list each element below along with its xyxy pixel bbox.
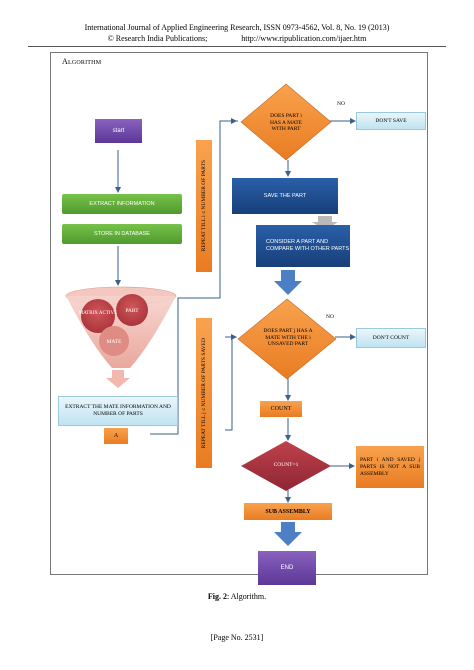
decision-3-shape: [241, 441, 331, 491]
extract-mate-node: EXTRACT THE MATE INFORMATION AND NUMBER …: [58, 396, 178, 426]
funnel-down-arrow: [106, 370, 130, 388]
caption-number: Fig. 2: [207, 592, 227, 601]
store-database-node: STORE IN DATABASE: [62, 224, 182, 244]
figure-frame: [50, 52, 428, 575]
venn-left-circle: [81, 299, 115, 333]
journal-header-line1: International Journal of Applied Enginee…: [84, 23, 390, 32]
dont-count-node: DON'T COUNT: [356, 328, 426, 348]
venn-bottom-label: MATE: [107, 339, 123, 345]
venn-right-label: PART: [125, 308, 139, 314]
sub-assembly-node: SUB ASSEMBLY: [244, 503, 332, 520]
caption-text: : Algorithm.: [226, 592, 267, 601]
end-node: END: [258, 551, 316, 585]
page-number: [Page No. 2531]: [210, 633, 264, 642]
consider-part-node: CONSIDER A PART AND COMPARE WITH OTHER P…: [256, 225, 350, 267]
connector-a-node: A: [104, 428, 128, 444]
decision-1-shape: [240, 83, 332, 161]
not-sub-assembly-node: PART i AND SAVED j PARTS IS NOT A SUB AS…: [356, 446, 424, 488]
decision-2-label: DOES PART j HAS A MATE WITH THE i UNSAVE…: [263, 328, 313, 348]
decision-2-shape: [237, 298, 337, 380]
journal-header-line2: © Research India Publications; http://ww…: [107, 34, 367, 43]
venn-left-label: MATRIX ACTIVE: [79, 311, 117, 316]
venn-right-circle: [116, 294, 148, 326]
loop-i-connector: [150, 120, 238, 435]
dont-save-node: DON'T SAVE: [356, 112, 426, 130]
venn-funnel-diagram: MATRIX ACTIVE PART MATE: [65, 286, 177, 368]
figure-caption: Fig. 2: Algorithm.: [0, 592, 474, 601]
count-node: COUNT: [260, 401, 302, 417]
repeat-j-label: REPEAT TILL j ≤ NUMBER OF PARTS SAVED: [201, 337, 207, 449]
decision-1-no-label: NO: [337, 101, 345, 107]
decision-1-label: DOES PART i HAS A MATE WITH PART: [269, 113, 303, 133]
arrow-consider-dec2: [274, 270, 302, 295]
repeat-j-bar: REPEAT TILL j ≤ NUMBER OF PARTS SAVED: [196, 318, 212, 468]
venn-bottom-circle: [99, 326, 129, 356]
save-part-node: SAVE THE PART: [232, 178, 338, 214]
repeat-i-bar: REPEAT TILL i ≤ NUMBER OF PARTS: [196, 140, 212, 272]
repeat-i-label: REPEAT TILL i ≤ NUMBER OF PARTS: [201, 160, 207, 252]
arrow-subasm-end: [274, 522, 302, 546]
section-label: Algorithm: [62, 57, 102, 66]
decision-2-no-label: NO: [326, 314, 334, 320]
extract-information-node: EXTRACT INFORMATION: [62, 194, 182, 214]
arrow-save-consider: [312, 216, 338, 230]
loop-j-connector: [225, 336, 236, 431]
header-divider: [28, 46, 446, 47]
start-node: start: [95, 119, 142, 143]
count-equals-label: COUNT=1: [273, 462, 299, 468]
